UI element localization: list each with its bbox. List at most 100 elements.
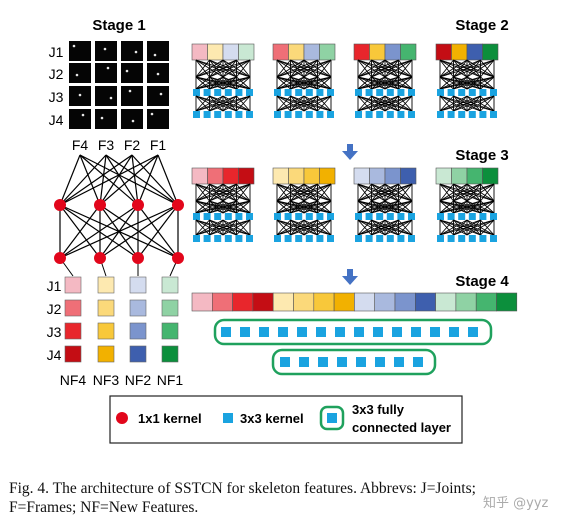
connection	[439, 59, 495, 78]
joint-dot	[75, 73, 79, 77]
frame-label: F4	[72, 137, 89, 153]
connection	[276, 95, 305, 112]
connection	[357, 200, 372, 214]
connection	[195, 200, 237, 214]
connection	[276, 219, 318, 236]
new-feature-joint-label: J4	[47, 347, 62, 363]
connection	[195, 59, 224, 78]
kernel-3x3-square	[246, 235, 253, 242]
feature-cell	[222, 43, 239, 61]
connection	[222, 76, 251, 90]
kernel-3x3-square	[458, 213, 466, 220]
kernel-3x3-square	[468, 111, 476, 118]
connection	[439, 183, 468, 202]
connection	[195, 200, 224, 214]
connection	[236, 183, 251, 202]
frame-cell	[121, 109, 143, 129]
connection	[439, 76, 481, 90]
kernel-3x3-square	[468, 213, 476, 220]
new-feature-cell	[129, 345, 147, 363]
caption-line1: Fig. 4. The architecture of SSTCN for sk…	[9, 480, 476, 497]
kernel-3x3-square	[355, 213, 362, 220]
kernel-3x3-square	[490, 89, 497, 96]
kernel-3x3-square	[235, 213, 243, 220]
kernel-3x3-square	[386, 89, 394, 96]
connection	[453, 200, 495, 214]
stage4-title: Stage 4	[455, 273, 509, 290]
kernel-3x3-square	[316, 235, 324, 242]
kernel-3x3-square	[295, 235, 303, 242]
kernel-3x3-square	[327, 111, 334, 118]
joint-label: J1	[49, 44, 64, 60]
fc-kernel-square	[299, 357, 309, 367]
connection	[466, 95, 495, 112]
connection	[466, 76, 495, 90]
fc-layer-1	[213, 318, 493, 346]
kernel-3x3-square	[295, 111, 303, 118]
kernel-3x3-square	[316, 89, 324, 96]
connection	[357, 59, 386, 78]
connection	[276, 200, 332, 214]
connection	[453, 219, 495, 236]
connection	[357, 76, 386, 90]
frame-cell	[121, 86, 143, 106]
kernel-3x3-square	[327, 89, 334, 96]
kernel-3x3-square	[224, 111, 232, 118]
connection	[357, 219, 386, 236]
kernel-3x3-square	[203, 213, 211, 220]
frame-cell	[95, 63, 117, 83]
connection	[59, 154, 133, 206]
joint-dot	[100, 116, 104, 120]
kernel-3x3-square	[246, 111, 253, 118]
connection	[290, 200, 332, 214]
connection	[480, 183, 495, 202]
connection	[236, 219, 251, 236]
feature-cell	[451, 43, 468, 61]
connection	[195, 219, 210, 236]
feature-cell	[293, 292, 315, 312]
kernel-3x3-square	[246, 213, 253, 220]
kernel-3x3-square	[305, 213, 313, 220]
connection	[317, 76, 332, 90]
connection	[371, 95, 413, 112]
connection	[195, 95, 210, 112]
feature-cell	[354, 292, 375, 312]
kernel-3x3-square	[397, 213, 405, 220]
connection	[480, 59, 495, 78]
connection	[439, 95, 454, 112]
connection	[357, 59, 372, 78]
connection	[276, 200, 291, 214]
connection	[195, 183, 237, 202]
frame-cell	[147, 41, 169, 61]
kernel-3x3-square	[437, 213, 444, 220]
connection	[276, 59, 305, 78]
frame-cell	[95, 86, 117, 106]
connection	[195, 59, 237, 78]
fc-kernel-square	[394, 357, 404, 367]
connection	[466, 219, 495, 236]
new-feature-cell	[161, 322, 179, 340]
kernel-3x3-square	[214, 213, 222, 220]
connection	[195, 95, 224, 112]
connection	[439, 59, 468, 78]
legend-fc-label-line2: connected layer	[352, 420, 451, 435]
fc-kernel-square	[318, 357, 328, 367]
connection	[195, 219, 251, 236]
connection	[209, 200, 251, 214]
connection	[99, 154, 159, 206]
stage2-title: Stage 2	[455, 17, 508, 34]
kernel-3x3-square	[235, 111, 243, 118]
kernel-3x3-square	[235, 89, 243, 96]
kernel-3x3-square	[365, 111, 373, 118]
connection	[59, 154, 107, 206]
feature-cell	[400, 167, 417, 185]
new-feature-cell	[129, 276, 147, 294]
connection	[439, 183, 495, 202]
connection	[453, 183, 495, 202]
kernel-3x3-square	[376, 111, 384, 118]
connection	[439, 219, 481, 236]
legend-1x1-kernel-icon	[116, 412, 128, 424]
kernel-3x3-square	[490, 235, 497, 242]
connection	[209, 76, 251, 90]
